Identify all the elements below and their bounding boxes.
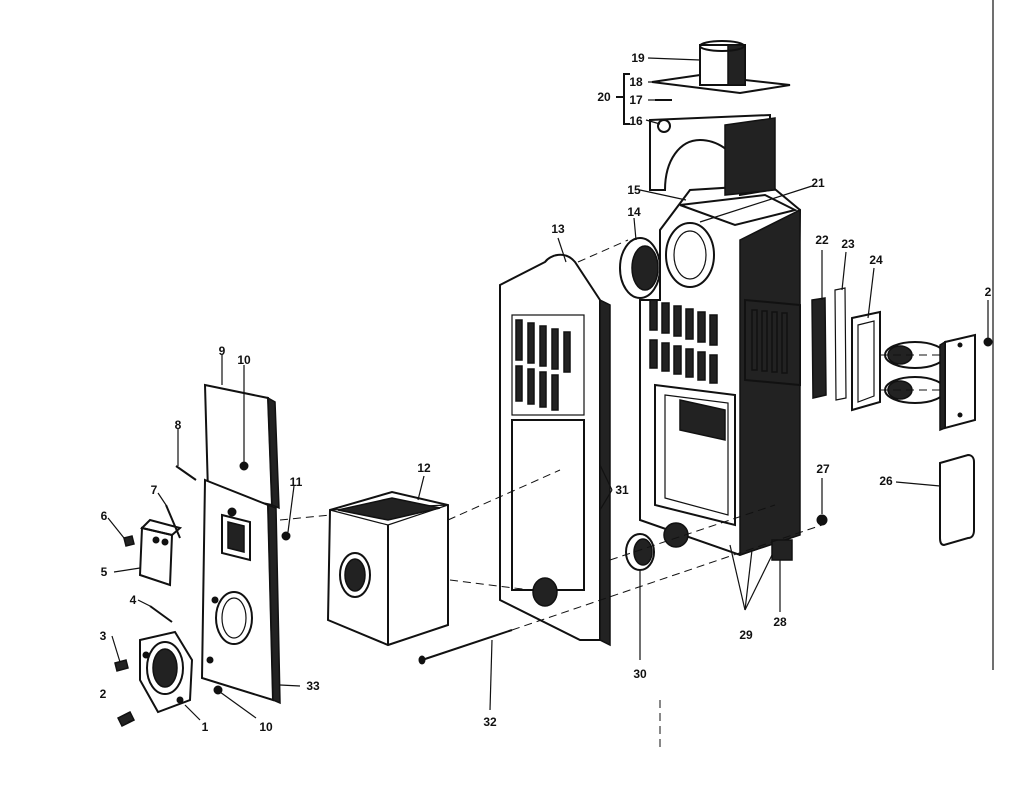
part-26-gasket [939, 453, 975, 547]
callout-3: 3 [99, 629, 107, 643]
callout-4: 4 [129, 593, 137, 607]
part-5-damper-door [138, 518, 183, 587]
callout-13: 13 [551, 222, 565, 236]
callout-2: 2 [99, 687, 107, 701]
callout-29: 29 [739, 628, 753, 642]
main-heater-body [639, 183, 802, 561]
part-33-front-panel [200, 478, 281, 705]
callout-8: 8 [174, 418, 182, 432]
part-9-cover-plate [203, 383, 280, 510]
callout-6: 6 [100, 509, 108, 523]
callout-26: 26 [879, 474, 893, 488]
callout-2-right: 2 [984, 285, 992, 299]
part-22-23-gaskets [811, 287, 847, 401]
callout-21: 21 [811, 176, 825, 190]
assembly-lines [279, 239, 945, 750]
callout-9: 9 [218, 344, 226, 358]
part-24-frame [851, 310, 881, 412]
part-2-bolt-right [983, 337, 993, 347]
callout-32: 32 [483, 715, 497, 729]
rear-cover-with-tubes [884, 333, 976, 432]
small-hardware [114, 465, 291, 728]
part-1-flange [139, 630, 194, 714]
part-32-tie-rod [418, 629, 513, 665]
callout-23: 23 [841, 237, 855, 251]
callout-33: 33 [306, 679, 320, 693]
callout-30: 30 [633, 667, 647, 681]
callout-19: 19 [631, 51, 645, 65]
part-30-ring [625, 533, 655, 571]
callout-31: 31 [615, 483, 629, 497]
part-14-collar-ring [619, 237, 661, 299]
callout-17: 17 [629, 93, 643, 107]
part-13-back-section [499, 253, 611, 647]
callout-10-top: 10 [237, 353, 251, 367]
callout-28: 28 [773, 615, 787, 629]
callout-5: 5 [100, 565, 108, 579]
callout-10-bottom: 10 [259, 720, 273, 734]
callout-27: 27 [816, 462, 830, 476]
callout-18: 18 [629, 75, 643, 89]
callout-1: 1 [201, 720, 209, 734]
part-12-firebox-box [326, 490, 449, 647]
callout-24: 24 [869, 253, 883, 267]
top-flue-assembly [649, 40, 791, 197]
callout-22: 22 [815, 233, 829, 247]
callout-20: 20 [597, 90, 611, 104]
part-27-nut [816, 514, 828, 526]
callout-16: 16 [629, 114, 643, 128]
callout-7: 7 [150, 483, 158, 497]
callout-11: 11 [289, 475, 303, 489]
leader-lines [107, 57, 989, 723]
callout-12: 12 [417, 461, 431, 475]
callout-14: 14 [627, 205, 641, 219]
callout-15: 15 [627, 183, 641, 197]
